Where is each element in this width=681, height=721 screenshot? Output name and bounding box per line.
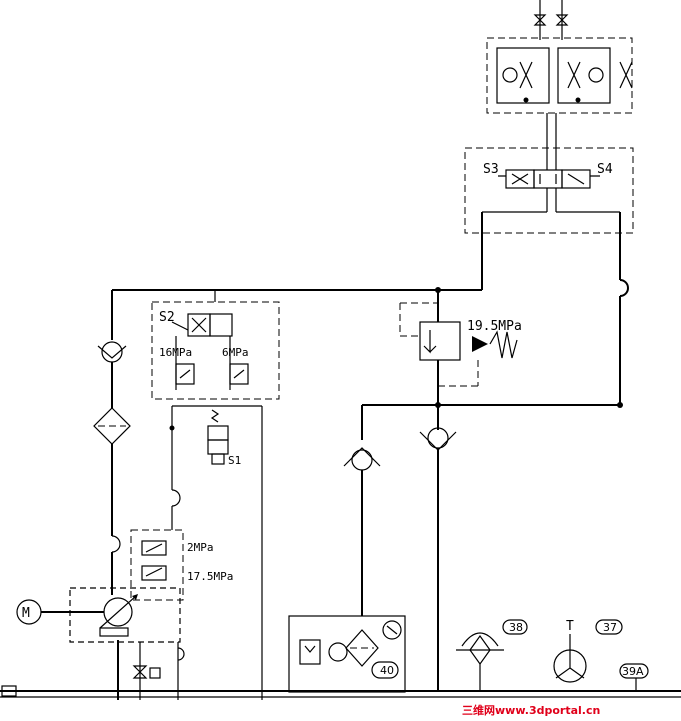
motor-icon: M xyxy=(16,599,42,625)
ref-40: 40 xyxy=(380,664,394,677)
label-s2: S2 xyxy=(159,310,175,325)
check-valve-left xyxy=(343,447,381,616)
flow-control-block xyxy=(486,37,633,114)
label-s1: S1 xyxy=(228,454,241,467)
pump-control-block: 2MPa 17.5MPa xyxy=(130,529,233,601)
label-tank-t: T xyxy=(566,619,574,634)
watermark: 三维网www.3dportal.cn xyxy=(462,703,600,717)
label-17-5mpa: 17.5MPa xyxy=(187,570,233,583)
label-6mpa: 6MPa xyxy=(222,346,249,359)
ref-38: 38 xyxy=(509,621,523,634)
tank-thermometer: T 37 xyxy=(553,619,623,683)
label-relief-19-5mpa: 19.5MPa xyxy=(467,319,522,334)
cooler-unit: 38 xyxy=(456,619,528,690)
label-2mpa: 2MPa xyxy=(187,541,214,554)
ref-39a: 39A xyxy=(622,665,644,678)
check-valve-pump xyxy=(97,341,127,363)
label-16mpa: 16MPa xyxy=(159,346,192,359)
label-motor: M xyxy=(22,606,30,621)
return-filter-unit: 40 xyxy=(288,615,406,693)
variable-pump xyxy=(69,587,181,643)
label-s4: S4 xyxy=(597,162,613,177)
pressure-gauge-icon xyxy=(382,620,402,640)
top-shutoff-valves xyxy=(533,0,569,40)
ref-37: 37 xyxy=(603,621,617,634)
pilot-valve-block-s2: S2 16MPa 6MPa xyxy=(151,301,280,400)
solenoid-valve-s1: S1 xyxy=(169,405,263,700)
label-s3: S3 xyxy=(483,162,499,177)
filter-pump xyxy=(93,407,131,445)
main-relief-valve: 19.5MPa xyxy=(399,290,522,387)
check-valve-right xyxy=(419,405,457,691)
ref-39a-tag: 39A xyxy=(619,663,649,690)
directional-valve-s3-s4: S3 S4 xyxy=(464,147,634,234)
